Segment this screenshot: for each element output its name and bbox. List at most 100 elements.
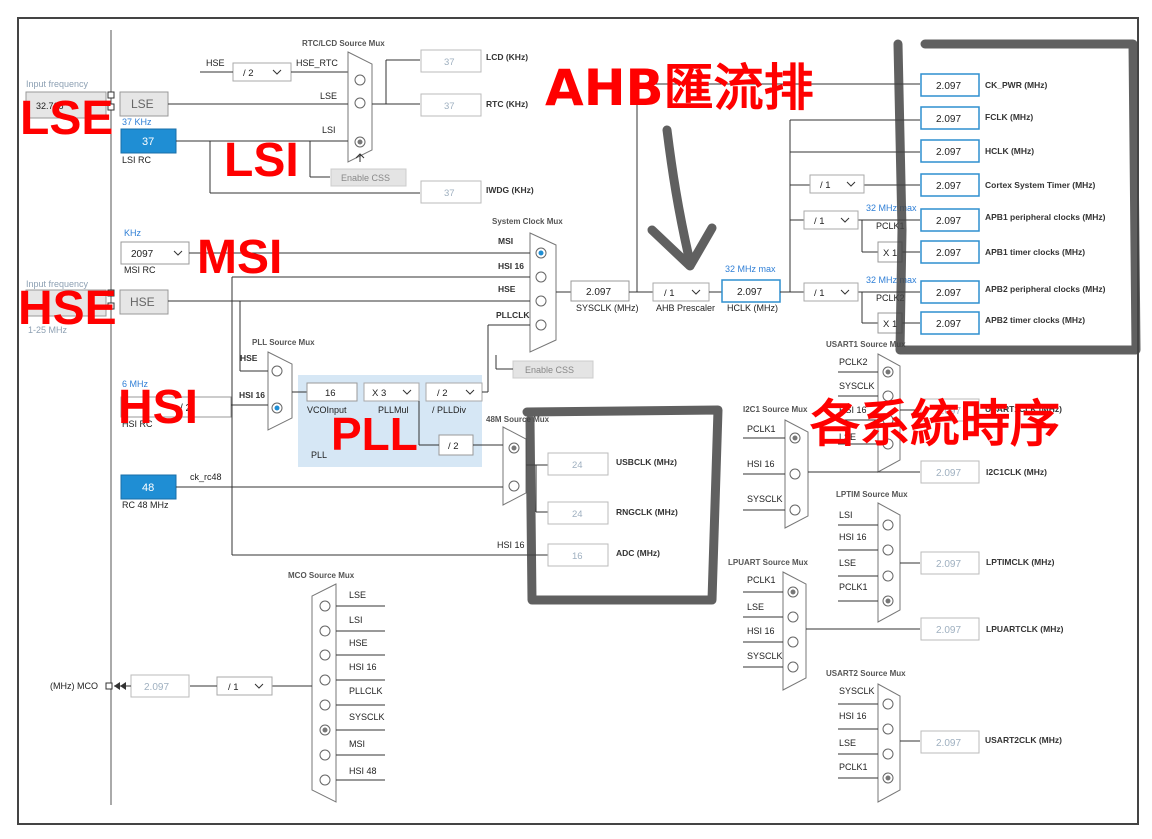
pll-mul-select[interactable] xyxy=(363,382,420,402)
m48-box-mark xyxy=(522,405,723,605)
lse-box[interactable] xyxy=(119,91,169,117)
svg-text:48M Source Mux: 48M Source Mux xyxy=(486,415,550,424)
lptim-radio-lse[interactable] xyxy=(882,570,894,582)
apb1-div-select[interactable] xyxy=(803,210,859,230)
mco-radio-hsi48[interactable] xyxy=(319,774,331,786)
hse-range: 1-25 MHz xyxy=(28,325,68,335)
lptim-radio-lsi[interactable] xyxy=(882,519,894,531)
mco-div-select[interactable] xyxy=(216,676,273,696)
mco-radio-lsi[interactable] xyxy=(319,625,331,637)
i2c1-radio-sysclk[interactable] xyxy=(789,504,801,516)
cortex-div-select[interactable] xyxy=(809,174,865,194)
svg-text:/ 1: / 1 xyxy=(814,288,825,299)
svg-text:2.097: 2.097 xyxy=(936,81,961,92)
pll-radio-hse[interactable] xyxy=(271,365,283,377)
rtc-output[interactable] xyxy=(420,93,482,117)
mco-radio-hse[interactable] xyxy=(319,649,331,661)
sysmux-radio-pllclk[interactable] xyxy=(535,319,547,331)
svg-text:/ 1: / 1 xyxy=(228,682,239,693)
pen-marks xyxy=(522,39,1141,605)
svg-text:/ 2: / 2 xyxy=(448,441,459,452)
svg-text:USART1CLK (MHz): USART1CLK (MHz) xyxy=(985,404,1062,414)
chevron-down-icon xyxy=(465,389,475,395)
vco-input[interactable] xyxy=(306,382,358,402)
cortex-timer-output[interactable] xyxy=(920,173,980,197)
svg-text:2.097: 2.097 xyxy=(144,682,169,693)
pll-div-select[interactable] xyxy=(425,382,483,402)
msi-value: 2097 xyxy=(131,249,154,260)
ck-pwr-output[interactable] xyxy=(920,73,980,97)
apb2-div-select[interactable] xyxy=(803,282,859,302)
hse-freq-box[interactable] xyxy=(25,289,107,317)
fclk-output[interactable] xyxy=(920,106,980,130)
adc-output[interactable] xyxy=(547,543,609,567)
i2c1-section: I2C1 Source Mux PCLK1 HSI 16 SYSCLK 2.09… xyxy=(743,405,1047,529)
lptimclk-output[interactable] xyxy=(920,551,980,575)
lpuart-radio-hsi16[interactable] xyxy=(787,636,799,648)
rc48-box[interactable] xyxy=(120,474,177,500)
apb1-timer-output[interactable] xyxy=(920,240,980,264)
usart1-radio-lse[interactable] xyxy=(882,438,894,450)
usbclk-output[interactable] xyxy=(547,452,609,476)
lsi-khz: 37 KHz xyxy=(122,117,152,127)
annotation-msi: MSI xyxy=(197,231,282,284)
apb2-timer-output[interactable] xyxy=(920,311,980,335)
mco-radio-msi[interactable] xyxy=(319,749,331,761)
rtc-radio-hse[interactable] xyxy=(354,74,366,86)
annotation-hse: HSE xyxy=(18,282,117,335)
sysmux-radio-hsi16[interactable] xyxy=(535,271,547,283)
usart2clk-output[interactable] xyxy=(920,730,980,754)
svg-text:2.097: 2.097 xyxy=(936,406,961,417)
lse-freq-box[interactable] xyxy=(25,91,107,119)
lsi-box[interactable] xyxy=(120,128,177,154)
hse-rtc-div-select[interactable] xyxy=(232,62,292,82)
hse-box[interactable] xyxy=(119,289,169,315)
hsi-freq: 6 MHz xyxy=(122,379,149,389)
hclk-output[interactable] xyxy=(920,139,980,163)
svg-text:Enable CSS: Enable CSS xyxy=(525,365,574,375)
usart1-radio-sysclk[interactable] xyxy=(882,390,894,402)
svg-text:HSI 16: HSI 16 xyxy=(498,261,524,271)
lse-freq-label: Input frequency xyxy=(26,79,89,89)
chevron-down-icon xyxy=(840,217,850,223)
mco-radio-pllclk[interactable] xyxy=(319,699,331,711)
svg-text:USBCLK (MHz): USBCLK (MHz) xyxy=(616,457,677,467)
svg-text:VCOInput: VCOInput xyxy=(307,405,347,415)
sysmux-radio-hse[interactable] xyxy=(535,295,547,307)
hclk-input[interactable] xyxy=(721,279,781,303)
usart2-radio-lse[interactable] xyxy=(882,748,894,760)
svg-text:2.097: 2.097 xyxy=(936,738,961,749)
usart1-radio-hsi16[interactable] xyxy=(882,414,894,426)
m48-radio-rc48[interactable] xyxy=(508,480,520,492)
apb1-peripheral-output[interactable] xyxy=(920,208,980,232)
lptim-source-mux xyxy=(877,502,901,623)
usart1clk-output[interactable] xyxy=(920,398,980,422)
hsi-box[interactable] xyxy=(120,396,232,418)
rtc-lcd-section: RTC/LCD Source Mux HSE / 2 HSE_RTC LSE L… xyxy=(168,39,534,204)
svg-text:Cortex System Timer (MHz): Cortex System Timer (MHz) xyxy=(985,180,1096,190)
svg-text:/ 2: / 2 xyxy=(180,403,192,414)
iwdg-output[interactable] xyxy=(420,180,482,204)
usart2-radio-sysclk[interactable] xyxy=(882,698,894,710)
usart2-radio-hsi16[interactable] xyxy=(882,723,894,735)
rc48-value: 48 xyxy=(142,482,154,494)
lpuart-radio-sysclk[interactable] xyxy=(787,661,799,673)
ahb-prescaler-select[interactable] xyxy=(652,282,710,302)
i2c1-radio-hsi16[interactable] xyxy=(789,468,801,480)
mco-radio-hsi16[interactable] xyxy=(319,674,331,686)
rtc-enable-css-button[interactable] xyxy=(330,168,407,187)
mco-radio-lse[interactable] xyxy=(319,600,331,612)
svg-text:37: 37 xyxy=(444,101,455,112)
lpuart-radio-lse[interactable] xyxy=(787,611,799,623)
svg-text:2.097: 2.097 xyxy=(936,319,961,330)
svg-text:X 1: X 1 xyxy=(883,248,897,259)
i2c1clk-output[interactable] xyxy=(920,460,980,484)
rngclk-output[interactable] xyxy=(547,501,609,525)
rtc-radio-lse[interactable] xyxy=(354,97,366,109)
lpuartclk-output[interactable] xyxy=(920,617,980,641)
lcd-output[interactable] xyxy=(420,49,482,73)
apb2-peripheral-output[interactable] xyxy=(920,280,980,304)
lptim-radio-hsi16[interactable] xyxy=(882,544,894,556)
sysclk-output[interactable] xyxy=(570,280,630,302)
48m-source-mux xyxy=(502,426,527,506)
